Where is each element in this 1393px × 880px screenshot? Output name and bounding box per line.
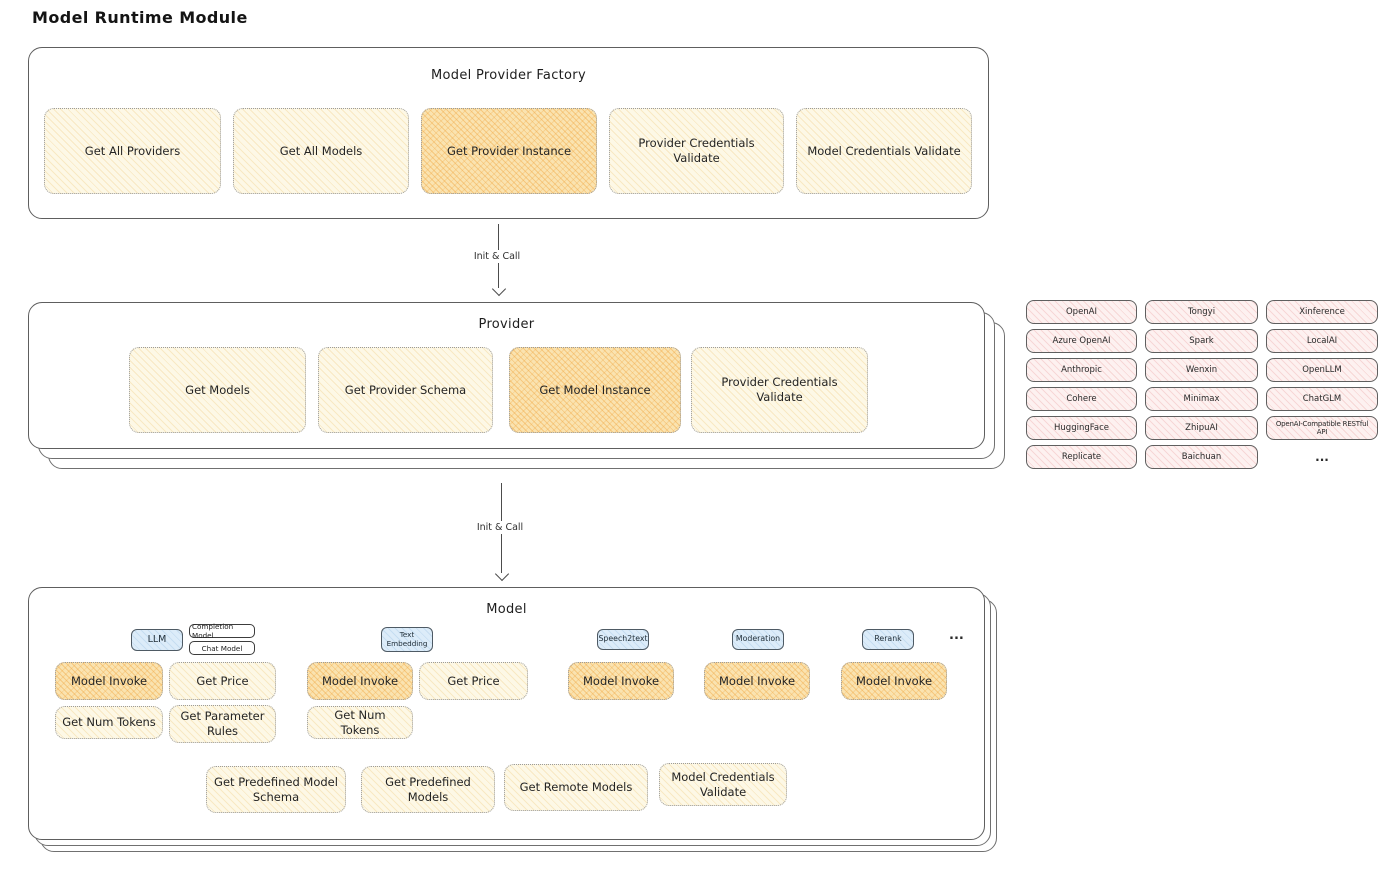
provider-pill-zhipuai: ZhipuAI: [1145, 416, 1258, 440]
arrow-factory-to-provider-head: [491, 281, 507, 297]
arrow-provider-to-model-head: [494, 566, 510, 582]
provider-pill-cohere: Cohere: [1026, 387, 1137, 411]
provider-pill-openai-compatible: OpenAI-Compatible RESTful API: [1266, 416, 1378, 440]
factory-box: Model Provider Factory Get All Providers…: [28, 47, 989, 219]
card-get-num-tokens-embedding: Get Num Tokens: [307, 706, 413, 739]
provider-pill-openai: OpenAI: [1026, 300, 1137, 324]
card-get-num-tokens-llm: Get Num Tokens: [55, 706, 163, 739]
card-model-invoke-llm: Model Invoke: [55, 662, 163, 700]
provider-pill-xinference: Xinference: [1266, 300, 1378, 324]
provider-box-title: Provider: [478, 317, 535, 332]
card-get-price-embedding: Get Price: [419, 662, 528, 700]
provider-pill-tongyi: Tongyi: [1145, 300, 1258, 324]
card-get-provider-instance: Get Provider Instance: [421, 108, 597, 194]
provider-pill-minimax: Minimax: [1145, 387, 1258, 411]
provider-pill-spark: Spark: [1145, 329, 1258, 353]
model-box-title: Model: [486, 602, 527, 617]
provider-box: Provider Get Models Get Provider Schema …: [28, 302, 985, 449]
card-provider-credentials-validate: Provider Credentials Validate: [609, 108, 784, 194]
provider-pill-anthropic: Anthropic: [1026, 358, 1137, 382]
card-provider-credentials-validate-2: Provider Credentials Validate: [691, 347, 868, 433]
arrow-provider-to-model-label: Init & Call: [471, 521, 529, 534]
card-get-predefined-models: Get Predefined Models: [361, 766, 495, 813]
card-get-all-providers: Get All Providers: [44, 108, 221, 194]
card-model-invoke-embedding: Model Invoke: [307, 662, 413, 700]
provider-grid-ellipsis: ...: [1315, 450, 1329, 464]
arrow-factory-to-provider-label: Init & Call: [468, 250, 526, 263]
card-model-invoke-moderation: Model Invoke: [704, 662, 810, 700]
tag-moderation: Moderation: [732, 629, 784, 650]
card-model-invoke-speech2text: Model Invoke: [568, 662, 674, 700]
card-get-parameter-rules: Get Parameter Rules: [169, 705, 276, 743]
provider-pill-replicate: Replicate: [1026, 445, 1137, 469]
provider-pill-localai: LocalAI: [1266, 329, 1378, 353]
provider-pill-wenxin: Wenxin: [1145, 358, 1258, 382]
provider-name-grid: OpenAI Tongyi Xinference Azure OpenAI Sp…: [1026, 300, 1378, 469]
provider-pill-chatglm: ChatGLM: [1266, 387, 1378, 411]
card-get-model-instance: Get Model Instance: [509, 347, 681, 433]
model-box: Model LLM Completion Model Chat Model Te…: [28, 587, 985, 840]
provider-pill-huggingface: HuggingFace: [1026, 416, 1137, 440]
card-model-credentials-validate: Model Credentials Validate: [796, 108, 972, 194]
tag-speech2text: Speech2text: [597, 629, 649, 650]
model-tags-ellipsis: ...: [949, 628, 964, 643]
card-model-credentials-validate-2: Model Credentials Validate: [659, 763, 787, 806]
card-get-models: Get Models: [129, 347, 306, 433]
card-get-provider-schema: Get Provider Schema: [318, 347, 493, 433]
factory-box-title: Model Provider Factory: [431, 68, 586, 83]
provider-pill-azure-openai: Azure OpenAI: [1026, 329, 1137, 353]
tag-completion-model: Completion Model: [189, 622, 255, 640]
card-get-price-llm: Get Price: [169, 662, 276, 700]
card-model-invoke-rerank: Model Invoke: [841, 662, 947, 700]
card-get-remote-models: Get Remote Models: [504, 764, 648, 811]
provider-pill-openllm: OpenLLM: [1266, 358, 1378, 382]
card-get-predefined-model-schema: Get Predefined Model Schema: [206, 766, 346, 813]
tag-llm: LLM: [131, 629, 183, 651]
page-title: Model Runtime Module: [32, 8, 248, 27]
card-get-all-models: Get All Models: [233, 108, 409, 194]
tag-text-embedding: Text Embedding: [381, 627, 433, 652]
provider-pill-baichuan: Baichuan: [1145, 445, 1258, 469]
tag-chat-model: Chat Model: [189, 641, 255, 655]
tag-rerank: Rerank: [862, 629, 914, 650]
